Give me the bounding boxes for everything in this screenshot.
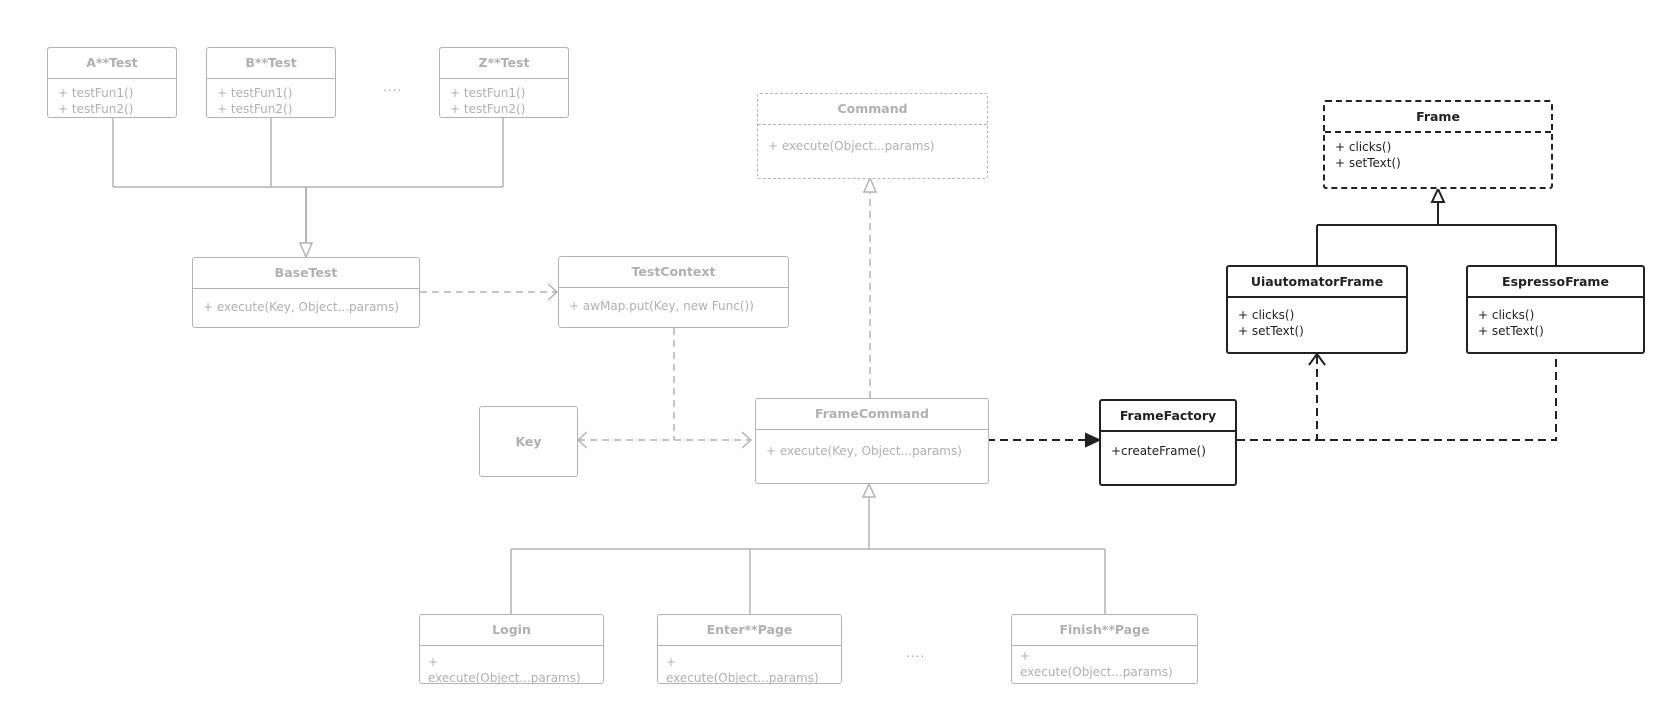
class-a-test[interactable]: A**Test + testFun1() + testFun2() bbox=[47, 47, 177, 118]
class-name: BaseTest bbox=[193, 258, 419, 289]
class-name: Finish**Page bbox=[1012, 615, 1197, 646]
hollow-arrow-icon bbox=[298, 242, 314, 259]
class-base-test[interactable]: BaseTest + execute(Key, Object...params) bbox=[192, 257, 420, 328]
class-methods: +createFrame() bbox=[1111, 444, 1206, 458]
class-uiautomator-frame[interactable]: UiautomatorFrame + clicks() + setText() bbox=[1226, 265, 1408, 354]
class-b-test[interactable]: B**Test + testFun1() + testFun2() bbox=[206, 47, 336, 118]
dependency-framefactory-uiautomator bbox=[1237, 355, 1318, 441]
class-test-context[interactable]: TestContext + awMap.put(Key, new Func()) bbox=[558, 256, 789, 328]
class-name: Key bbox=[515, 434, 542, 449]
open-arrow-icon bbox=[741, 431, 753, 449]
class-methods: + execute(Object...params) bbox=[768, 139, 935, 153]
class-methods: + clicks() + setText() bbox=[1238, 308, 1304, 338]
open-arrow-icon bbox=[576, 431, 588, 449]
class-methods: + execute(Object...params) bbox=[666, 655, 819, 685]
dependency-framefactory-espresso bbox=[1317, 353, 1557, 441]
class-name: A**Test bbox=[48, 48, 176, 79]
tests-ellipsis: .... bbox=[383, 80, 403, 94]
class-methods: + testFun1() + testFun2() bbox=[58, 86, 134, 116]
class-name: B**Test bbox=[207, 48, 335, 79]
class-methods: + execute(Key, Object...params) bbox=[766, 444, 962, 458]
class-name: FrameCommand bbox=[756, 399, 988, 430]
class-frame-command[interactable]: FrameCommand + execute(Key, Object...par… bbox=[755, 398, 989, 484]
pages-ellipsis: .... bbox=[906, 646, 926, 660]
class-name: Login bbox=[420, 615, 603, 646]
class-z-test[interactable]: Z**Test + testFun1() + testFun2() bbox=[439, 47, 569, 118]
open-arrow-icon bbox=[1308, 352, 1326, 366]
class-methods: + execute(Key, Object...params) bbox=[203, 300, 399, 314]
class-methods: + clicks() + setText() bbox=[1335, 140, 1401, 170]
class-finish-page[interactable]: Finish**Page + execute(Object...params) bbox=[1011, 614, 1198, 684]
class-methods: + testFun1() + testFun2() bbox=[450, 86, 526, 116]
class-methods: + execute(Object...params) bbox=[428, 655, 581, 685]
class-key[interactable]: Key bbox=[479, 406, 578, 477]
class-name: EspressoFrame bbox=[1468, 267, 1643, 298]
class-methods: + execute(Object...params) bbox=[1020, 649, 1173, 679]
class-name: UiautomatorFrame bbox=[1228, 267, 1406, 298]
interface-command[interactable]: Command + execute(Object...params) bbox=[757, 93, 988, 179]
class-methods: + testFun1() + testFun2() bbox=[217, 86, 293, 116]
hollow-arrow-icon bbox=[861, 482, 877, 498]
class-methods: + clicks() + setText() bbox=[1478, 308, 1544, 338]
class-name: Z**Test bbox=[440, 48, 568, 79]
interface-frame[interactable]: Frame + clicks() + setText() bbox=[1323, 100, 1553, 189]
hollow-arrow-icon bbox=[1430, 186, 1446, 203]
class-login[interactable]: Login + execute(Object...params) bbox=[419, 614, 604, 685]
open-arrow-icon bbox=[547, 283, 559, 301]
class-name: Command bbox=[758, 94, 987, 125]
class-name: Frame bbox=[1325, 102, 1551, 133]
filled-arrow-icon bbox=[1085, 432, 1102, 448]
class-enter-page[interactable]: Enter**Page + execute(Object...params) bbox=[657, 614, 842, 685]
class-espresso-frame[interactable]: EspressoFrame + clicks() + setText() bbox=[1466, 265, 1645, 354]
class-name: Enter**Page bbox=[658, 615, 841, 646]
hollow-arrow-icon bbox=[862, 176, 878, 193]
class-name: FrameFactory bbox=[1101, 401, 1235, 432]
class-methods: + awMap.put(Key, new Func()) bbox=[569, 299, 754, 313]
class-frame-factory[interactable]: FrameFactory +createFrame() bbox=[1099, 399, 1237, 486]
class-name: TestContext bbox=[559, 257, 788, 288]
